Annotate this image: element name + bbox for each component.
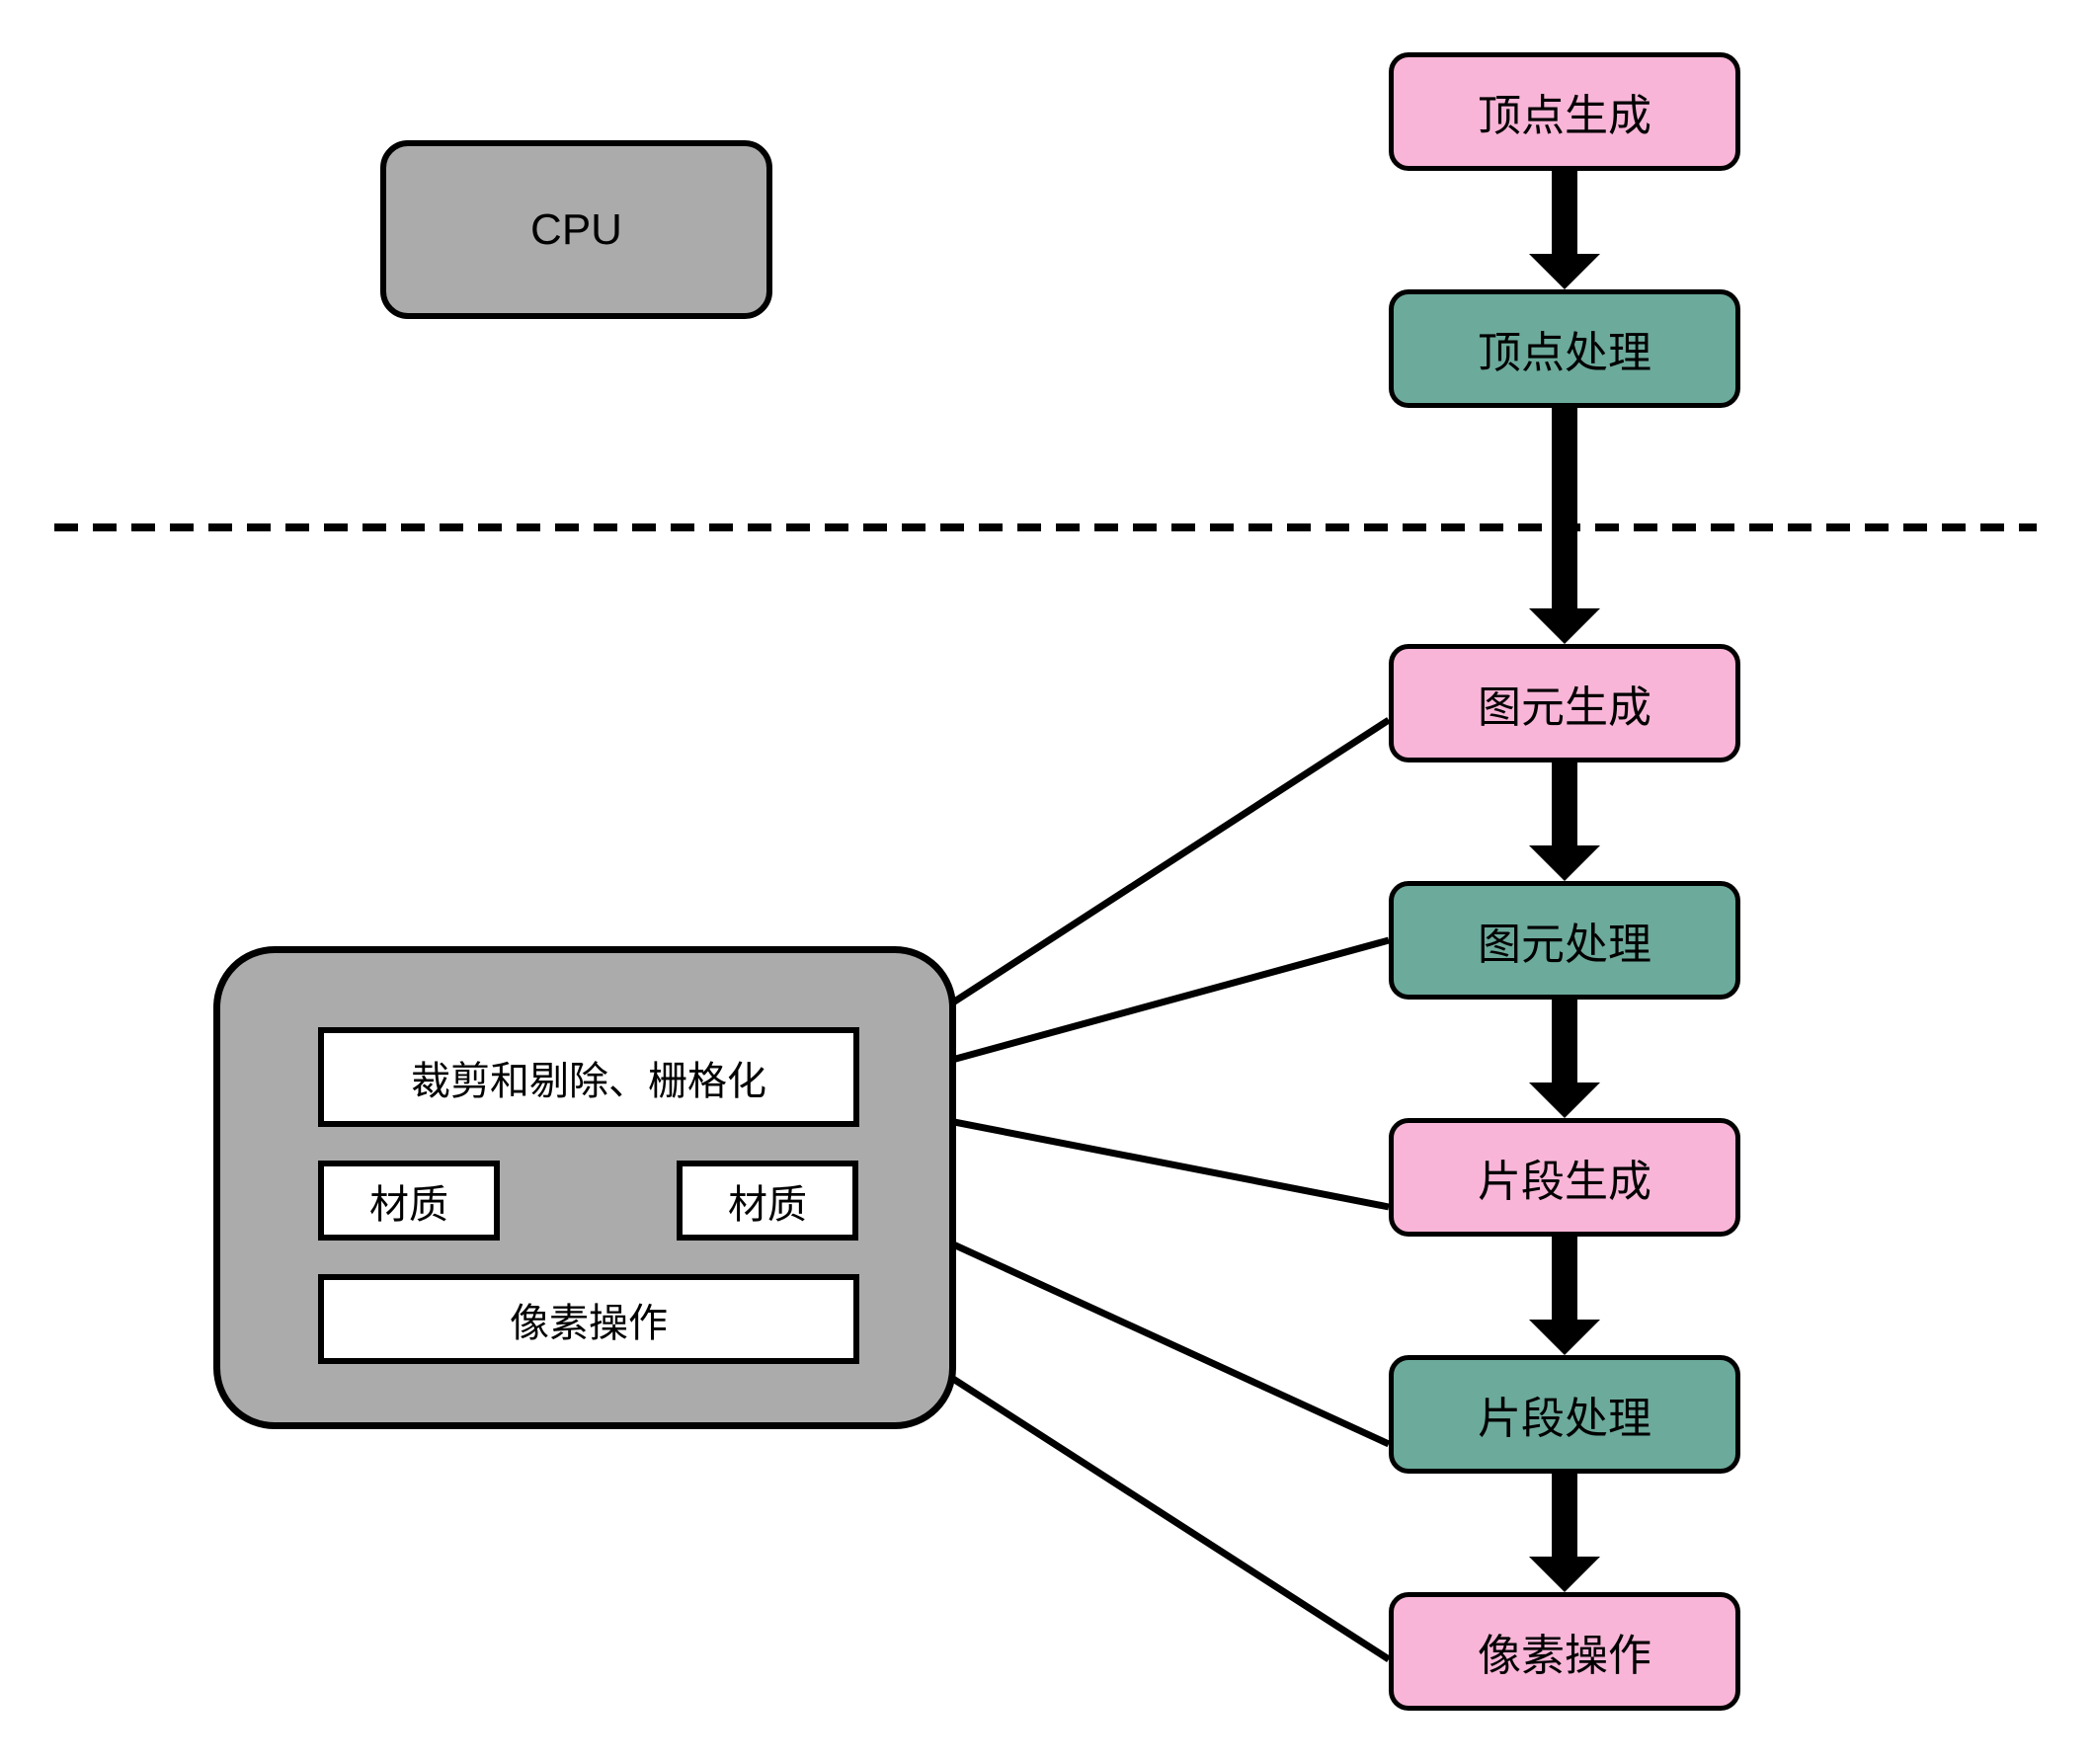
flow-arrow <box>1529 1237 1600 1355</box>
gpu-clip-raster-label: 裁剪和剔除、栅格化 <box>411 1059 766 1103</box>
gpu-texture-left-label: 材质 <box>369 1182 448 1227</box>
pipeline-flow-arrows <box>1529 171 1600 1592</box>
cross-arrow <box>869 1094 1390 1211</box>
flow-arrow <box>1529 1000 1600 1118</box>
gpu-pixel-ops-label: 像素操作 <box>510 1301 668 1345</box>
gpu-texture-right-label: 材质 <box>728 1182 807 1227</box>
gpu-texture-right-box: 材质 <box>677 1161 858 1241</box>
flow-arrow <box>1529 408 1600 644</box>
flow-arrow <box>1529 171 1600 289</box>
pipeline-node-pixel-operations: 像素操作 <box>1389 1592 1740 1711</box>
pipeline-node-label: 图元生成 <box>1478 683 1651 732</box>
pipeline-node-label: 顶点处理 <box>1478 329 1651 377</box>
pipeline-node-label: 图元处理 <box>1478 921 1651 969</box>
pipeline-node-fragment-processing: 片段处理 <box>1389 1355 1740 1474</box>
pipeline-node-fragment-generation: 片段生成 <box>1389 1118 1740 1237</box>
pipeline-node-primitive-processing: 图元处理 <box>1389 881 1740 1000</box>
pipeline-node-vertex-generation: 顶点生成 <box>1389 52 1740 171</box>
cpu-box: CPU <box>380 140 772 319</box>
pipeline-node-label: 像素操作 <box>1478 1632 1651 1680</box>
flow-arrow <box>1529 762 1600 881</box>
gpu-clip-raster-box: 裁剪和剔除、栅格化 <box>318 1027 859 1127</box>
pipeline-node-primitive-generation: 图元生成 <box>1389 644 1740 762</box>
flow-arrow <box>1529 1474 1600 1592</box>
pipeline-node-vertex-processing: 顶点处理 <box>1389 289 1740 408</box>
gpu-texture-left-box: 材质 <box>318 1161 500 1241</box>
cpu-label: CPU <box>530 204 622 254</box>
gpu-pixel-ops-box: 像素操作 <box>318 1274 859 1364</box>
pipeline-node-label: 片段生成 <box>1478 1158 1651 1206</box>
pipeline-node-label: 顶点生成 <box>1478 92 1651 140</box>
pipeline-node-label: 片段处理 <box>1478 1395 1651 1443</box>
